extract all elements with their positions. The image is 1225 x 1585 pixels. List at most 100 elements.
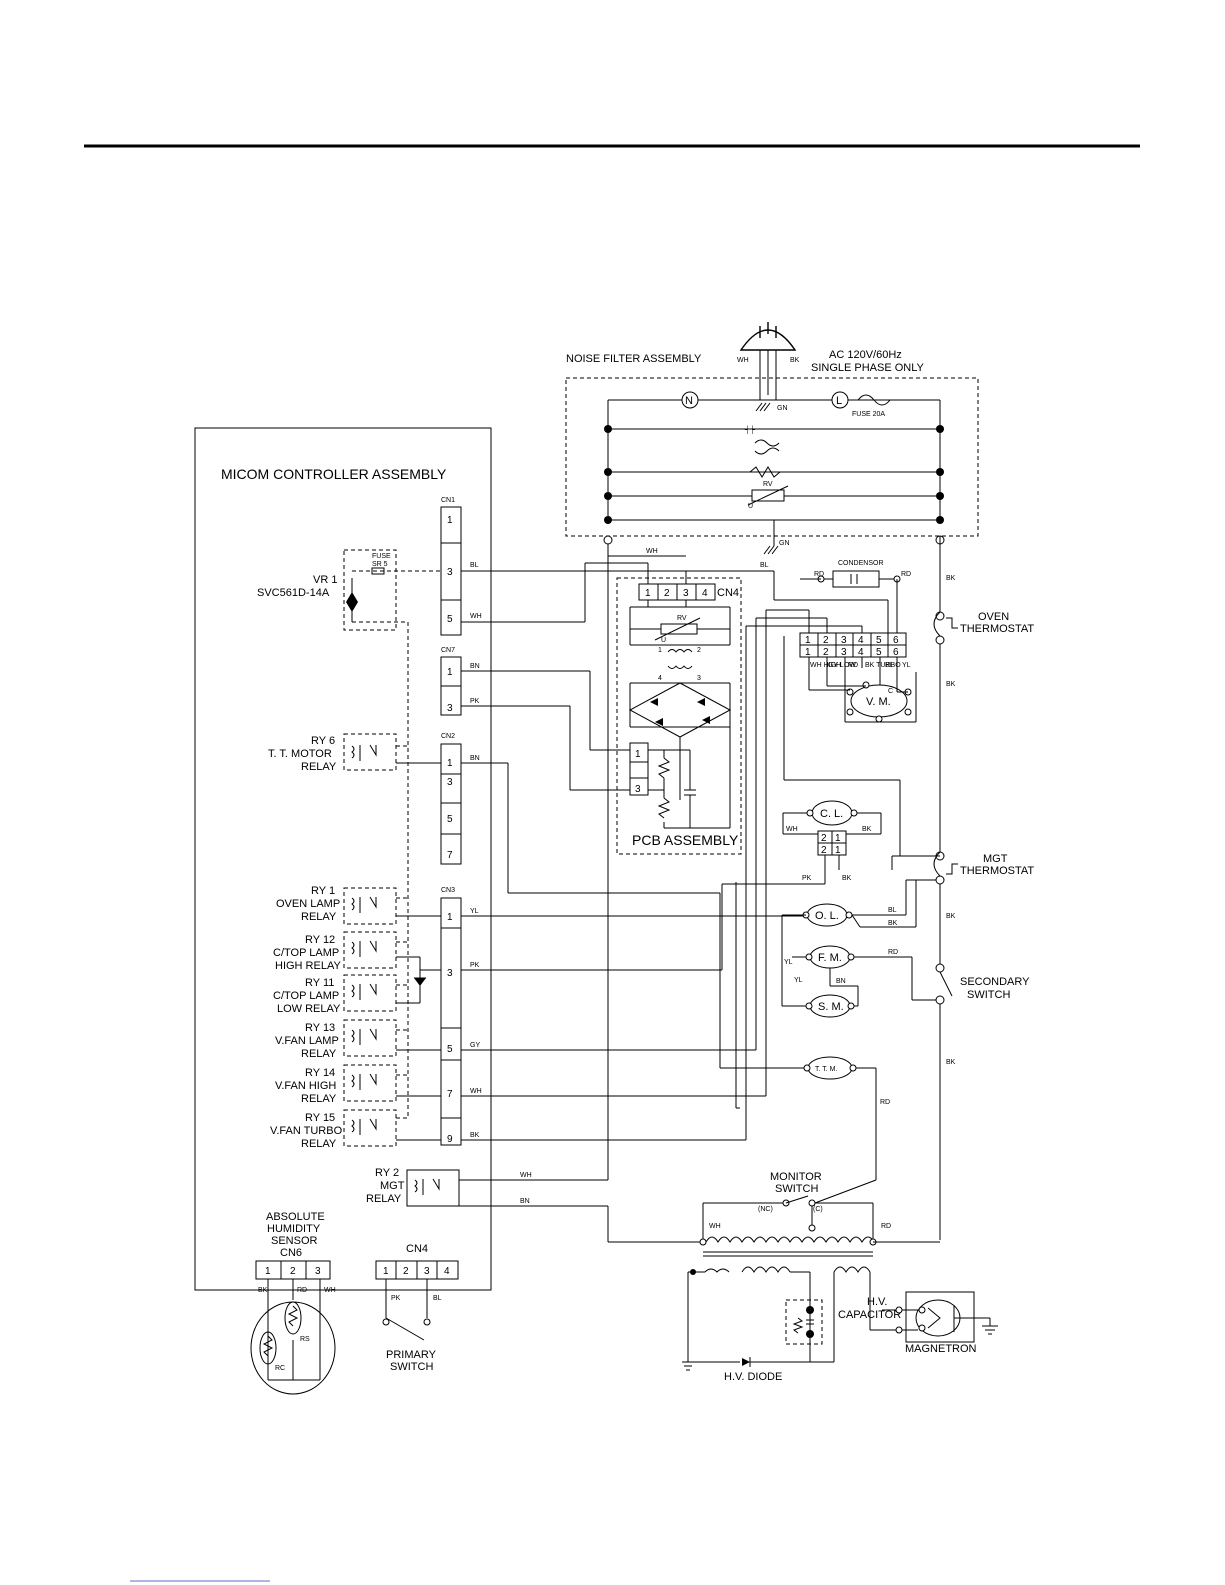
oven-thermostat-label-1: OVEN xyxy=(978,611,1009,623)
neutral-label: N xyxy=(685,395,693,407)
pcb-assembly: PCB ASSEMBLY 1 2 3 4 CN4 RV U 1 2 4 3 xyxy=(616,577,742,855)
cl-pin: 1 xyxy=(835,833,841,844)
interconnect-wiring: BL BL WH WH BN PK BN YL xyxy=(396,536,941,1243)
vm-wire-label: BK TURBO xyxy=(865,662,901,669)
wire-color-label: BL xyxy=(760,562,769,569)
noise-filter-title: NOISE FILTER ASSEMBLY xyxy=(566,353,702,365)
micom-cn4-pin3: 3 xyxy=(424,1266,430,1277)
wire-color-label: PK xyxy=(470,962,480,969)
coil-pin-label: 4 xyxy=(658,675,662,682)
supply-label-1: AC 120V/60Hz xyxy=(829,349,902,361)
pcb-rv-label: RV xyxy=(677,615,687,622)
relay-ry13: RY 13 V.FAN LAMP RELAY xyxy=(275,1019,441,1060)
pcb-cn4-pin4: 4 xyxy=(702,588,708,599)
relay-label: HIGH RELAY xyxy=(275,960,341,972)
wire-color-label: BN xyxy=(470,663,480,670)
hv-diode-label: H.V. DIODE xyxy=(724,1371,782,1383)
vm-wire-label: BL xyxy=(885,662,894,669)
vm-wire-label: GY LOW xyxy=(828,662,856,669)
relay-ry14: RY 14 V.FAN HIGH RELAY xyxy=(275,1064,441,1105)
wire-color-label: RD xyxy=(888,949,898,956)
monitor-c-label: (C) xyxy=(813,1206,823,1213)
rc-label: RC xyxy=(275,1365,285,1372)
fuse-label: FUSE 20A xyxy=(852,411,885,418)
wire-color-label: RD xyxy=(297,1287,307,1294)
wire-color-label: BN xyxy=(470,755,480,762)
relay-label: MGT xyxy=(380,1180,405,1192)
fm-label: F. M. xyxy=(818,952,842,964)
pcb-cn4-pin2: 2 xyxy=(664,588,670,599)
wire-color-label: WH xyxy=(324,1287,336,1294)
cn1-label: CN1 xyxy=(441,497,455,504)
plug-wire-left: WH xyxy=(737,357,749,364)
cn7-pin1: 1 xyxy=(447,667,453,678)
vm-pin: 3 xyxy=(841,635,847,646)
coil-pin-label: 3 xyxy=(697,675,701,682)
pcb-bottom-pin1: 1 xyxy=(635,749,641,760)
primary-switch: PK BL PRIMARY SWITCH xyxy=(382,1279,442,1373)
vm-pin: 4 xyxy=(858,635,864,646)
micom-cn4-pin2: 2 xyxy=(403,1266,409,1277)
relay-ry12: RY 12 C/TOP LAMP HIGH RELAY xyxy=(273,931,397,972)
cn2-label: CN2 xyxy=(441,733,455,740)
wire-color-label: RD xyxy=(814,571,824,578)
cn6-pin1: 1 xyxy=(265,1266,271,1277)
relay-ry11: RY 11 C/TOP LAMP LOW RELAY xyxy=(273,974,397,1015)
relay-label: V.FAN LAMP xyxy=(275,1035,339,1047)
wire-color-label: GY xyxy=(470,1042,480,1049)
relay-label: V.FAN TURBO xyxy=(270,1125,343,1137)
cn7-label: CN7 xyxy=(441,647,455,654)
sensor-label-3: SENSOR xyxy=(271,1235,318,1247)
pcb-bottom-pin3: 3 xyxy=(635,784,641,795)
pcb-cn4-pin3: 3 xyxy=(683,588,689,599)
relay-ry2: RY 2 MGT RELAY xyxy=(366,1167,460,1207)
ground-bottom-label: GN xyxy=(779,540,790,547)
sm-label: S. M. xyxy=(818,1001,844,1013)
pcb-title: PCB ASSEMBLY xyxy=(632,832,739,848)
secondary-switch-label-1: SECONDARY xyxy=(960,976,1030,988)
cn3-pin9: 9 xyxy=(447,1134,453,1145)
micom-cn4-label: CN4 xyxy=(406,1243,428,1255)
motors-and-lamps: O. L. F. M. S. M. T. T. M. YL YL BN RD B… xyxy=(781,903,916,1180)
counter-lamp: C. L. WH BK 2 1 2 1 PK BK xyxy=(782,800,882,884)
cn6-pin2: 2 xyxy=(290,1266,296,1277)
mgt-thermostat-label-1: MGT xyxy=(983,853,1008,865)
relay-label: C/TOP LAMP xyxy=(273,990,339,1002)
cn6-pin3: 3 xyxy=(315,1266,321,1277)
noise-filter-box xyxy=(565,377,979,537)
cn3-pin7: 7 xyxy=(447,1089,453,1100)
vm-wire-label: RD xyxy=(848,662,858,669)
relay-label: RY 15 xyxy=(305,1112,335,1124)
wire-color-label: WH xyxy=(709,1223,721,1230)
high-voltage-section: MONITOR SWITCH (NC) (C) WH RD H xyxy=(682,1171,998,1383)
wire-color-label: BK xyxy=(842,875,852,882)
hv-capacitor-label-1: H.V. xyxy=(867,1296,887,1308)
wire-color-label: WH xyxy=(520,1172,532,1179)
mgt-thermostat-label-2: THERMOSTAT xyxy=(960,865,1034,877)
vm-pin: 2 xyxy=(823,647,829,658)
wire-color-label: BK xyxy=(888,920,898,927)
vm-c-label: C xyxy=(888,688,893,695)
cn6-label: CN6 xyxy=(280,1247,302,1259)
wire-color-label: RD xyxy=(901,571,911,578)
coil-pin-label: 1 xyxy=(658,647,662,654)
wire-color-label: BN xyxy=(520,1198,530,1205)
cn1-pin5: 5 xyxy=(447,614,453,625)
relay-label: RY 13 xyxy=(305,1022,335,1034)
cn2-pin1: 1 xyxy=(447,758,453,769)
coil-pin-label: 2 xyxy=(697,647,701,654)
vm-pin: 1 xyxy=(805,647,811,658)
cn1-pin1: 1 xyxy=(447,515,453,526)
wire-color-label: BK xyxy=(946,575,956,582)
relay-label: RY 2 xyxy=(375,1167,399,1179)
vent-motor-connector: CONDENSOR RD RD 1 2 3 4 5 6 1 2 3 4 5 6 … xyxy=(799,560,917,723)
wire-color-label: WH xyxy=(646,548,658,555)
magnetron-box xyxy=(905,1291,975,1343)
cl-label: C. L. xyxy=(820,808,843,820)
neutral-terminal xyxy=(681,391,699,409)
hv-diode-icon xyxy=(742,1358,750,1366)
vm-pin: 1 xyxy=(805,635,811,646)
relay-label: RELAY xyxy=(301,761,337,773)
wire-color-label: BN xyxy=(836,978,846,985)
line-terminal xyxy=(831,391,849,409)
